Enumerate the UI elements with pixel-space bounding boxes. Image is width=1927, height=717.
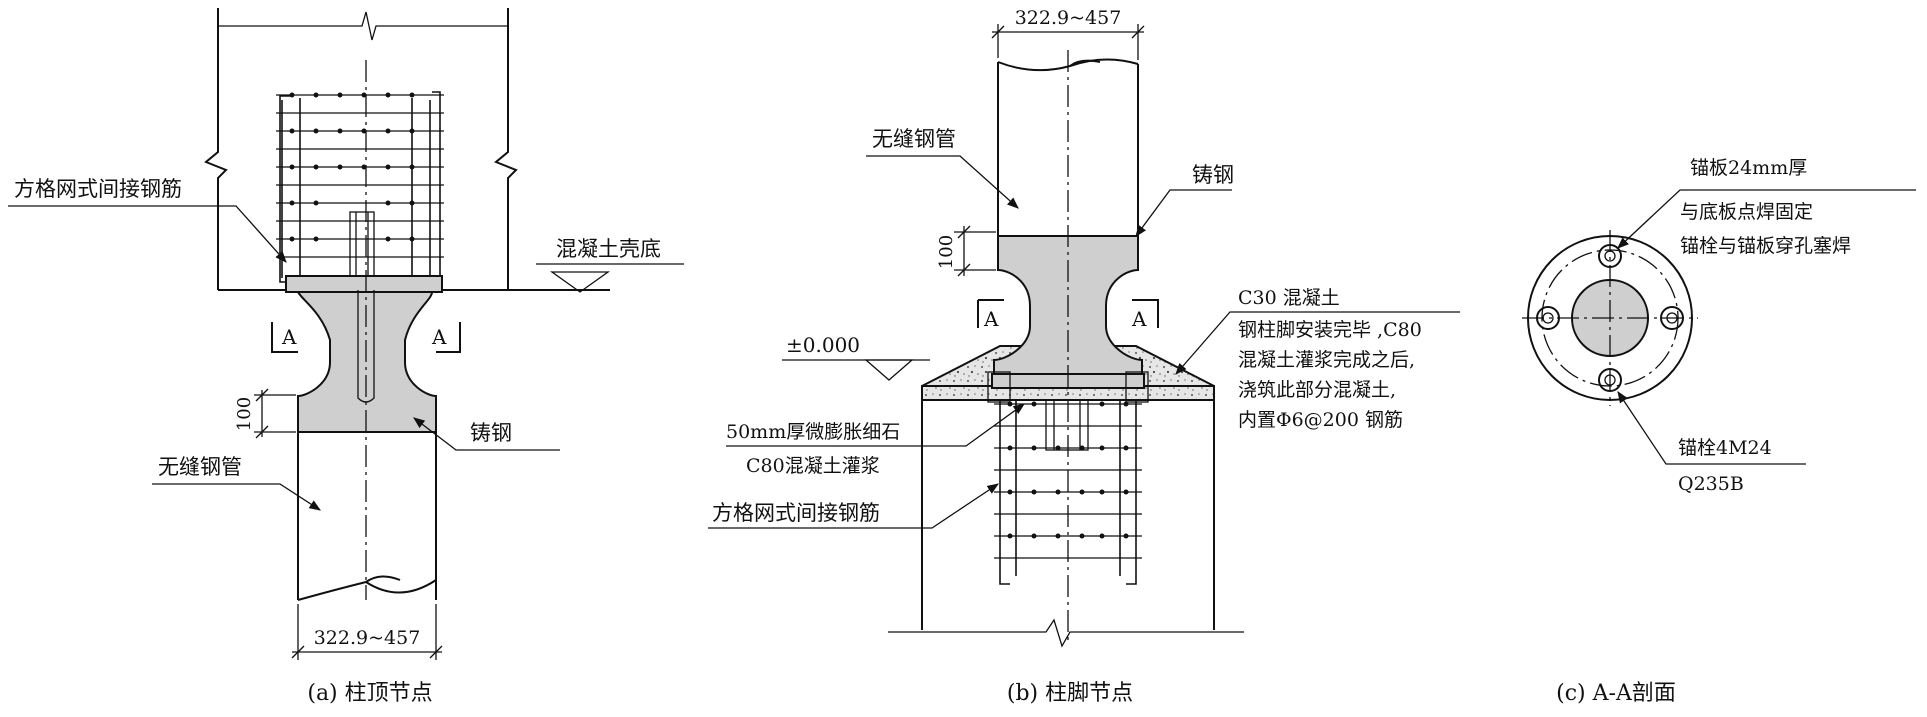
panel-c-section-a-a: 锚板24mm厚 与底板点焊固定 锚栓与锚板穿孔塞焊 锚栓4M24 Q235B (… (1522, 157, 1916, 706)
panel-b-dim-100-text: 100 (936, 235, 957, 269)
panel-b-anchor-right (1125, 371, 1149, 403)
panel-b-pipe-walls (997, 62, 1139, 236)
panel-b-section-mark-left (977, 299, 1004, 328)
panel-a-dim-diameter: 322.9~457 (291, 604, 443, 660)
panel-a-dim-100: 100 (234, 388, 296, 439)
panel-b-bottom-break (888, 618, 1244, 648)
panel-a-section-label-left: A (281, 325, 297, 349)
panel-b-pipe-break-inner (1069, 59, 1101, 67)
panel-b-section-label-right: A (1131, 307, 1147, 331)
panel-a-pipe-leader (152, 483, 321, 511)
panel-a-section-mark-right (436, 322, 461, 353)
panel-b-pipe-label: 无缝钢管 (872, 127, 956, 151)
panel-c-bolt-leader (1617, 391, 1806, 465)
panel-b-dim-diameter: 322.9~457 (991, 7, 1145, 60)
panel-c-anchor-bolts (1536, 244, 1684, 392)
panel-a-mesh-label: 方格网式间接钢筋 (14, 177, 182, 201)
panel-b-column-foot-node: 322.9~457 (708, 7, 1460, 706)
panel-b-dim-diameter-text: 322.9~457 (1015, 7, 1122, 29)
panel-a-pipe-break-inner (365, 575, 401, 583)
panel-c-bolt-note-line-2: Q235B (1678, 473, 1744, 495)
panel-a-pipe-break (297, 579, 437, 601)
panel-b-caption: (b) 柱脚节点 (1007, 681, 1133, 706)
panel-b-concrete-leader (1175, 311, 1460, 375)
panel-b-concrete-note-line-3: 混凝土灌浆完成之后, (1238, 349, 1415, 371)
panel-c-caption: (c) A-A剖面 (1556, 681, 1676, 706)
panel-b-pipe-leader (866, 155, 1019, 209)
panel-b-concrete-note-line-5: 内置Φ6@200 钢筋 (1238, 409, 1403, 431)
panel-a-cast-steel-label: 铸钢 (470, 421, 512, 445)
panel-c-bolt-note-line-1: 锚栓4M24 (1678, 437, 1772, 459)
panel-b-anchor-left (987, 371, 1011, 403)
panel-b-grout-note-line-2: C80混凝土灌浆 (746, 455, 880, 477)
panel-c-plate-note-line-3: 锚栓与锚板穿孔塞焊 (1680, 235, 1851, 257)
panel-c-plate-note-line-2: 与底板点焊固定 (1680, 201, 1813, 223)
panel-a-section-label-right: A (431, 325, 447, 349)
panel-a-pipe-label: 无缝钢管 (158, 455, 242, 479)
panel-b-section-label-left: A (983, 307, 999, 331)
panel-a-mesh-leader (8, 205, 287, 263)
panel-a-right-wall (494, 8, 518, 290)
panel-a-dim-diameter-text: 322.9~457 (314, 627, 421, 649)
panel-a-slab-bottom-label: 混凝土壳底 (556, 237, 661, 261)
panel-a-cast-steel (296, 291, 437, 433)
panel-b-section-mark-right (1132, 299, 1159, 328)
panel-a-base-plate (285, 275, 443, 293)
panel-b-pedestal-walls (921, 386, 1215, 630)
panel-a-caption: (a) 柱顶节点 (307, 681, 432, 706)
panel-b-elevation-label: ±0.000 (786, 333, 860, 357)
panel-b-cast-steel-label: 铸钢 (1192, 163, 1234, 187)
panel-a-section-mark-left (271, 322, 298, 353)
panel-c-plate-leader (1617, 189, 1916, 249)
panel-b-dim-100: 100 (936, 225, 996, 277)
panel-a-left-wall (204, 8, 228, 290)
panel-b-mesh-label: 方格网式间接钢筋 (712, 501, 880, 525)
panel-b-grout-leader (726, 403, 1025, 447)
panel-a-cast-steel-leader (413, 417, 560, 451)
panel-b-concrete-note-line-2: 钢柱脚安装完毕 ,C80 (1238, 319, 1422, 341)
panel-c-plate-note-line-1: 锚板24mm厚 (1690, 157, 1807, 179)
panel-a-rebar-mesh (276, 91, 444, 287)
panel-b-concrete-note-line-4: 浇筑此部分混凝土, (1238, 379, 1396, 401)
panel-a-dim-100-text: 100 (234, 397, 255, 431)
panel-a-column-top-node: A A 100 322.9~457 方格网式间接钢筋 混凝土壳底 铸钢 无缝钢管… (8, 8, 684, 706)
panel-b-grout-note-line-1: 50mm厚微膨胀细石 (726, 421, 900, 443)
panel-b-concrete-note: C30 混凝土 钢柱脚安装完毕 ,C80 混凝土灌浆完成之后, 浇筑此部分混凝土… (1238, 287, 1422, 431)
panel-b-elevation-triangle (864, 359, 914, 381)
panel-b-cast-steel-leader (1135, 189, 1232, 237)
panel-b-concrete-note-line-1: C30 混凝土 (1238, 287, 1340, 309)
panel-a-top-break (218, 11, 508, 41)
panel-b-mesh-leader (708, 483, 999, 529)
panel-a-elevation-triangle (549, 271, 611, 293)
panel-a-pipe-walls (297, 432, 437, 600)
